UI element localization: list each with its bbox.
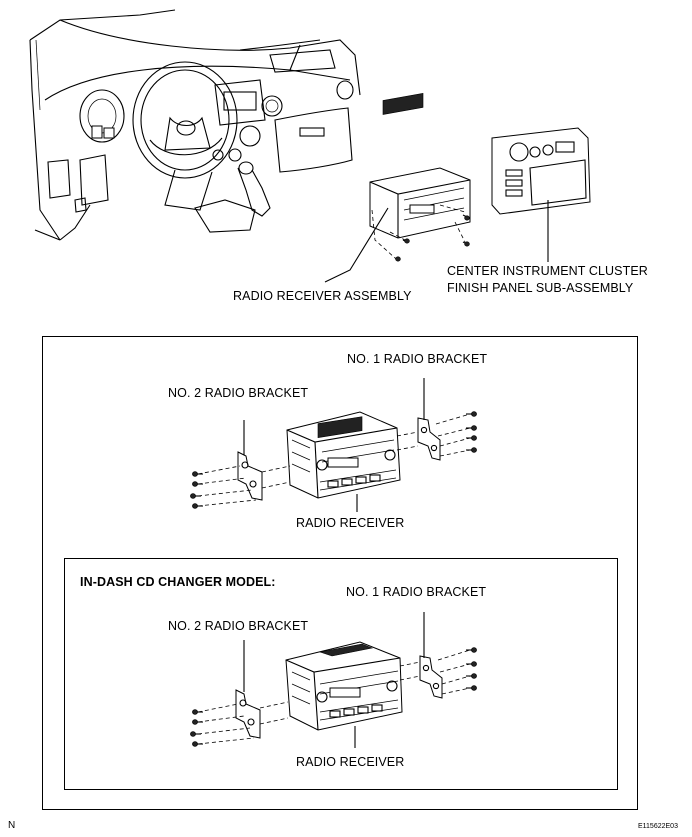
no1-bracket-upper — [417, 378, 441, 461]
no1-bracket-lower — [419, 612, 443, 699]
figure-code: E115622E03 — [638, 823, 678, 830]
radio-receiver-lower-label: RADIO RECEIVER — [296, 755, 405, 769]
no2-bracket-lower — [235, 640, 261, 739]
radio-receiver-upper-label: RADIO RECEIVER — [296, 516, 405, 530]
screws-upper — [190, 411, 477, 512]
corner-n-label: N — [8, 820, 16, 831]
no2-bracket-upper-label: NO. 2 RADIO BRACKET — [168, 386, 309, 400]
no2-bracket-lower-label: NO. 2 RADIO BRACKET — [168, 619, 309, 633]
radio-receiver-lower — [285, 641, 403, 731]
center-panel-label-line1: CENTER INSTRUMENT CLUSTER — [447, 264, 648, 278]
center-panel-label-line2: FINISH PANEL SUB-ASSEMBLY — [447, 281, 634, 295]
radio-receiver-assembly-drawing — [324, 93, 471, 283]
cd-changer-frame — [64, 558, 618, 790]
outer-detail-frame — [42, 336, 638, 810]
no1-bracket-upper-label: NO. 1 RADIO BRACKET — [347, 352, 488, 366]
screws-lower — [190, 647, 477, 748]
no2-bracket-upper — [237, 420, 263, 501]
cd-changer-title: IN-DASH CD CHANGER MODEL: — [80, 575, 276, 589]
no1-bracket-lower-label: NO. 1 RADIO BRACKET — [346, 585, 487, 599]
radio-receiver-assembly-label: RADIO RECEIVER ASSEMBLY — [233, 289, 412, 303]
center-panel-drawing — [491, 127, 591, 262]
dashboard-drawing — [29, 9, 361, 241]
radio-receiver-upper — [286, 411, 401, 499]
